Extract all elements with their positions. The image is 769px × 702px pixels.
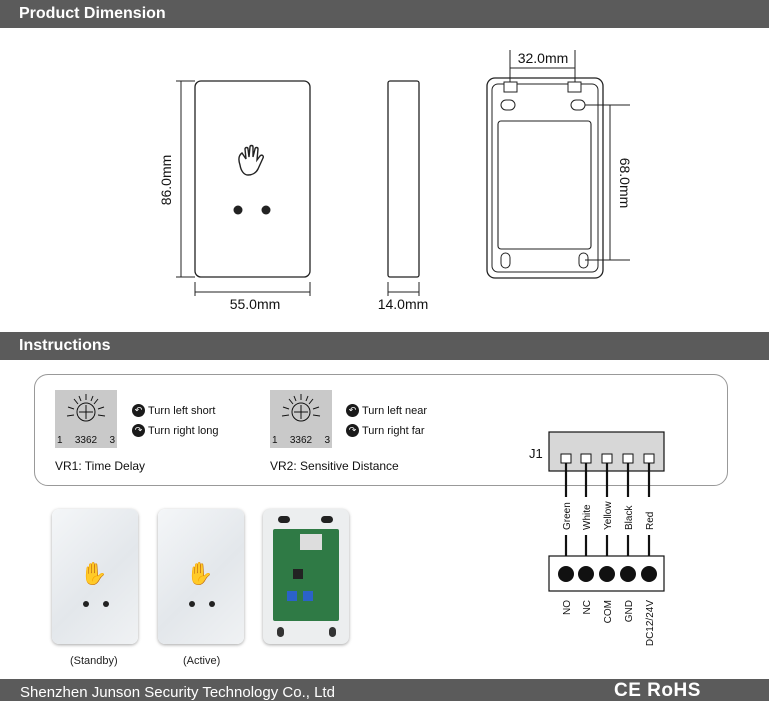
dimension-drawing: 86.0mm 55.0mm 14.0mm 32.0mm 68.0mm bbox=[158, 50, 633, 312]
vr2-turn-right-label: Turn right far bbox=[362, 424, 425, 437]
terminal-label: DC12/24V bbox=[645, 600, 656, 646]
terminal-label: COM bbox=[603, 600, 614, 623]
hand-icon bbox=[238, 144, 264, 176]
vr1-turn-left: ↶ Turn left short bbox=[132, 404, 215, 417]
vr2-turn-right: ↷ Turn right far bbox=[346, 424, 425, 437]
pcb-board bbox=[273, 529, 339, 621]
rotate-left-icon: ↶ bbox=[346, 404, 359, 417]
terminal-label: NO bbox=[562, 600, 573, 615]
back-view-outline bbox=[486, 77, 604, 279]
height-label: 86.0mm bbox=[158, 155, 174, 206]
photo-back-pcb bbox=[263, 509, 349, 644]
terminal-screw bbox=[558, 566, 574, 582]
footer-bar: Shenzhen Junson Security Technology Co.,… bbox=[0, 679, 769, 701]
vr2-caption: VR2: Sensitive Distance bbox=[270, 459, 399, 473]
active-caption: (Active) bbox=[183, 655, 221, 667]
terminal-screw bbox=[599, 566, 615, 582]
vr2-code: 3362 bbox=[289, 435, 313, 446]
wire-color-label: Red bbox=[645, 512, 656, 530]
company-name: Shenzhen Junson Security Technology Co.,… bbox=[20, 684, 335, 701]
rotate-right-icon: ↷ bbox=[346, 424, 359, 437]
vr1-right-num: 3 bbox=[109, 435, 115, 446]
wire-color-label: Yellow bbox=[603, 501, 614, 530]
wire-color-label: Green bbox=[562, 502, 573, 530]
rotate-right-icon: ↷ bbox=[132, 424, 145, 437]
j1-pin bbox=[643, 453, 655, 464]
j1-pin bbox=[601, 453, 613, 464]
depth-label: 14.0mm bbox=[378, 296, 429, 312]
terminal-screw bbox=[578, 566, 594, 582]
vr2-right-num: 3 bbox=[324, 435, 330, 446]
vr1-turn-left-label: Turn left short bbox=[148, 404, 216, 417]
vr2-left-num: 1 bbox=[272, 435, 278, 446]
vr2-potentiometer[interactable]: 1 3362 3 bbox=[270, 390, 332, 448]
photo-active: ✋ bbox=[158, 509, 244, 644]
vr1-turn-right: ↷ Turn right long bbox=[132, 424, 219, 437]
section-title: Product Dimension bbox=[19, 5, 166, 22]
sensor-dot-right bbox=[261, 205, 271, 215]
connector-label: J1 bbox=[529, 446, 543, 461]
hole-spacing-h-label: 32.0mm bbox=[518, 50, 569, 66]
vr1-code: 3362 bbox=[74, 435, 98, 446]
dial-icon bbox=[281, 394, 321, 422]
hand-icon: ✋ bbox=[80, 561, 108, 586]
hand-icon: ✋ bbox=[186, 561, 214, 586]
hole-spacing-v-label: 68.0mm bbox=[617, 158, 633, 209]
standby-caption: (Standby) bbox=[70, 655, 118, 667]
j1-pin bbox=[560, 453, 572, 464]
j1-pin bbox=[580, 453, 592, 464]
rotate-left-icon: ↶ bbox=[132, 404, 145, 417]
section-title: Instructions bbox=[19, 337, 111, 354]
certification-marks: CE RoHS bbox=[614, 680, 701, 701]
vr2-turn-left-label: Turn left near bbox=[362, 404, 428, 417]
section-header-dimension: Product Dimension bbox=[0, 0, 769, 28]
vr1-turn-right-label: Turn right long bbox=[148, 424, 219, 437]
wire-color-label: White bbox=[582, 504, 593, 530]
section-header-instructions: Instructions bbox=[0, 332, 769, 360]
j1-pin bbox=[622, 453, 634, 464]
photo-standby: ✋ bbox=[52, 509, 138, 644]
terminal-label: GND bbox=[624, 600, 635, 622]
wire-color-label: Black bbox=[624, 505, 635, 530]
sensor-dot-left bbox=[233, 205, 243, 215]
vr1-potentiometer[interactable]: 1 3362 3 bbox=[55, 390, 117, 448]
front-view-outline bbox=[194, 80, 311, 278]
wiring-diagram: J1 Green White Yellow Black Red NO NC COM GND DC… bbox=[529, 431, 665, 646]
terminal-label: NC bbox=[582, 600, 593, 614]
side-view-outline bbox=[387, 80, 420, 278]
vr1-caption: VR1: Time Delay bbox=[55, 459, 146, 473]
terminal-screw bbox=[641, 566, 657, 582]
vr1-left-num: 1 bbox=[57, 435, 63, 446]
dial-icon bbox=[66, 394, 106, 422]
width-label: 55.0mm bbox=[230, 296, 281, 312]
vr2-turn-left: ↶ Turn left near bbox=[346, 404, 427, 417]
terminal-screw bbox=[620, 566, 636, 582]
